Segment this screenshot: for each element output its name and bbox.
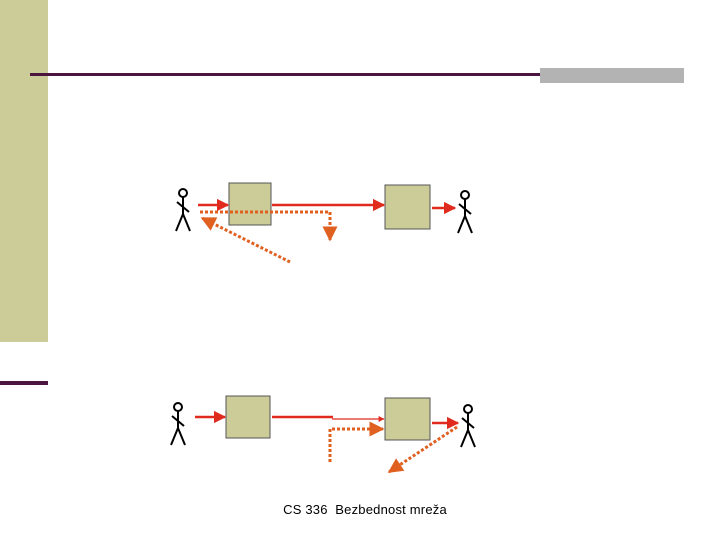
title-rule-accent: [540, 68, 684, 83]
person-icon: [170, 402, 186, 446]
bottom-scenario: [170, 395, 476, 474]
sidebar-accent-line: [0, 381, 48, 385]
sidebar-decoration: [0, 0, 48, 342]
person-icon: [457, 190, 473, 234]
network-node-box: [384, 397, 431, 441]
dotted-arrow: [200, 216, 291, 264]
top-scenario: [175, 182, 473, 264]
dotted-arrow: [200, 210, 338, 242]
network-node-box: [228, 182, 272, 226]
network-node-box: [384, 184, 431, 230]
dotted-arrow: [387, 425, 458, 474]
dotted-arrow: [328, 421, 385, 462]
network-node-box: [225, 395, 271, 439]
slide-footer: CS 336 Bezbednost mreža: [283, 502, 447, 517]
title-rule: [30, 73, 684, 76]
person-icon: [175, 188, 191, 232]
person-icon: [460, 404, 476, 448]
